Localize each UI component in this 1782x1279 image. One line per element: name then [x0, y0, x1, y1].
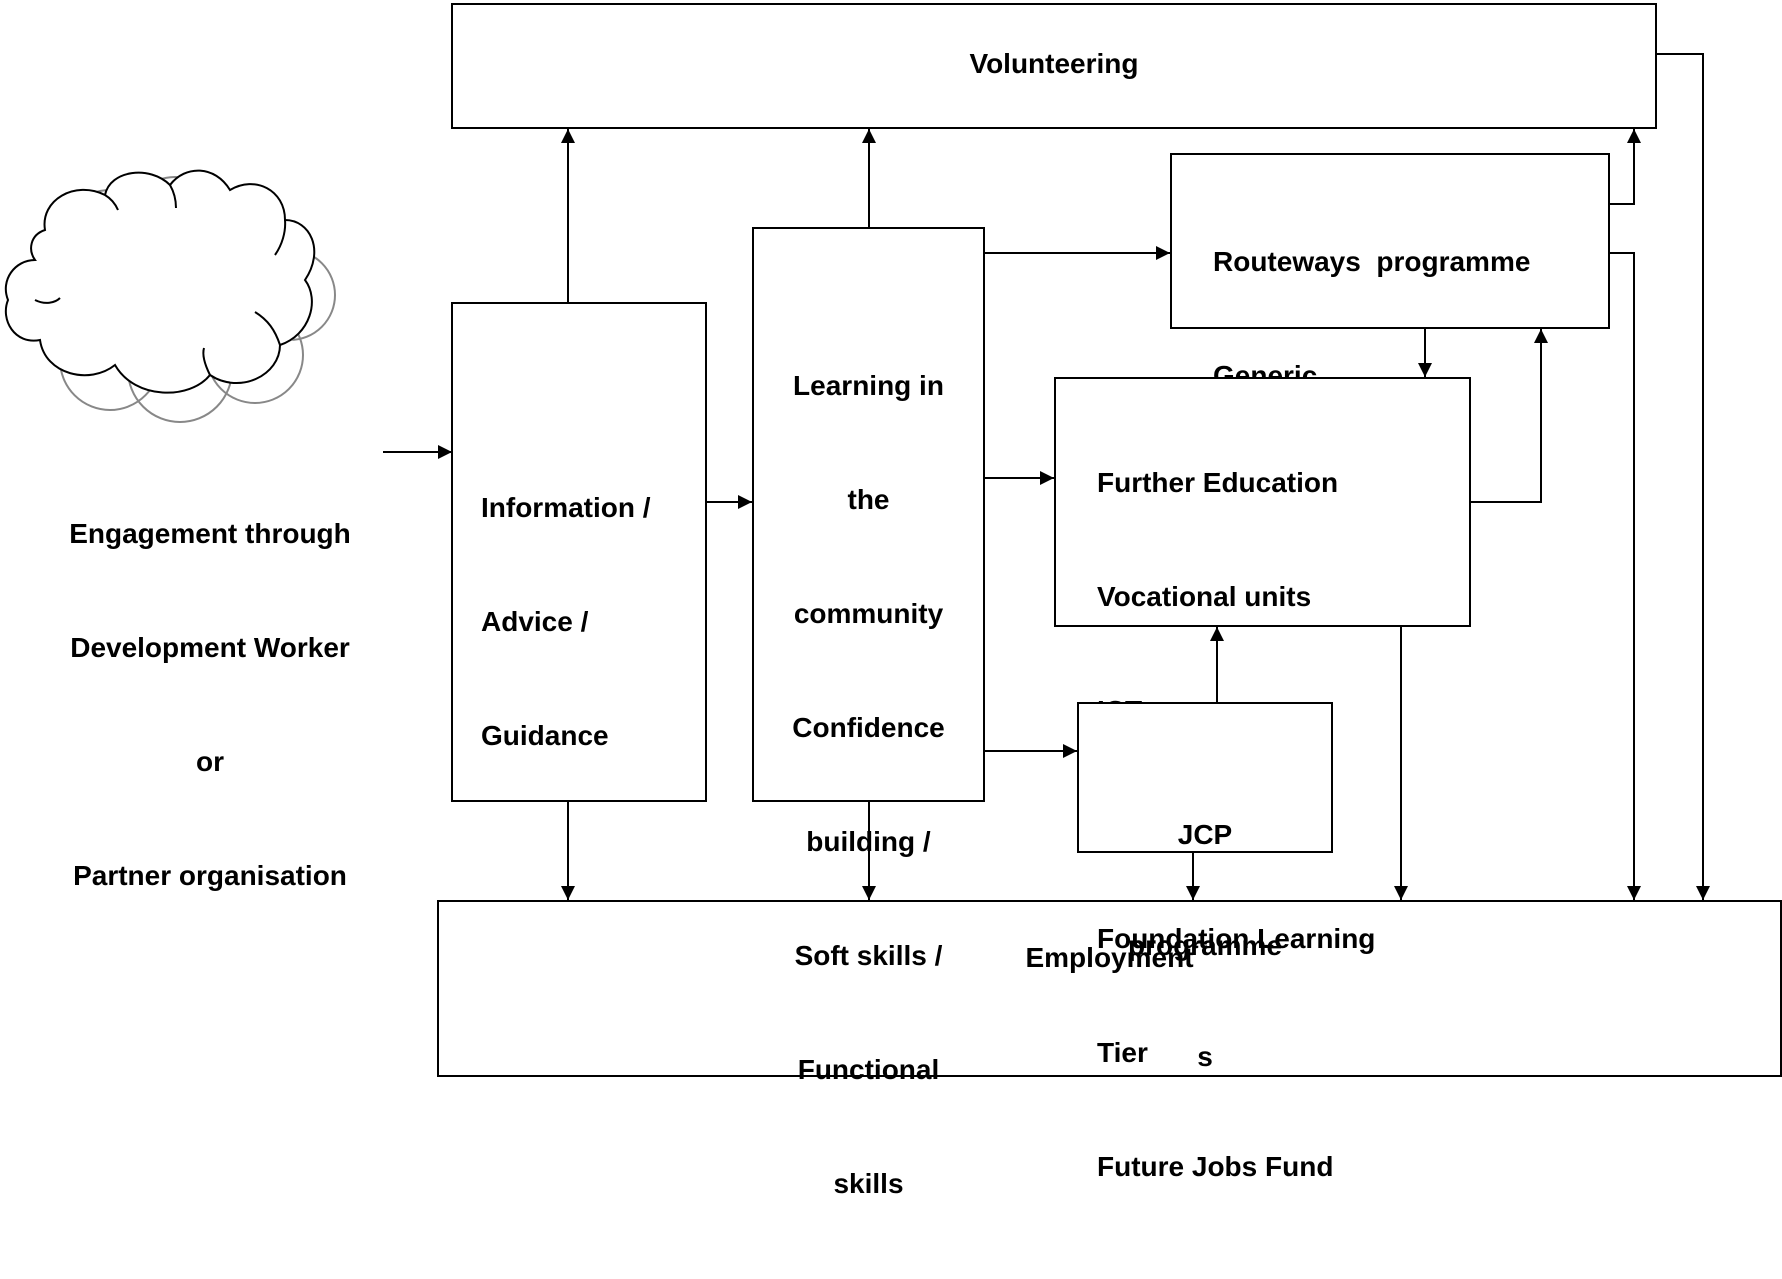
flow-diagram: Volunteering Employment Engagement throu… — [4, 3, 1782, 1199]
jcp-line: JCP — [1177, 819, 1233, 850]
jcp-box: JCP programme s — [1077, 702, 1333, 1072]
further-education-line: Future Jobs Fund — [1097, 1151, 1334, 1182]
iag-line: Information / — [481, 492, 651, 523]
iag-label: Information / Advice / Guidance — [481, 413, 651, 831]
further-education-line: Tier — [1097, 1037, 1148, 1068]
engagement-line: Development Worker — [70, 632, 350, 663]
engagement-line: Partner organisation — [73, 860, 347, 891]
learning-label: Learning in the community Confidence bui… — [754, 291, 983, 1279]
further-education-line: Foundation Learning — [1097, 923, 1376, 954]
employment-label: Employment — [1025, 942, 1194, 973]
further-education-box — [1054, 377, 1471, 627]
learning-line: the — [847, 484, 890, 515]
volunteering-box: Volunteering — [451, 3, 1657, 129]
learning-line: skills — [833, 1168, 904, 1199]
cloud-icon — [4, 169, 336, 423]
learning-line: building / — [806, 826, 931, 857]
employment-box: Employment — [437, 900, 1782, 1077]
routeways-line: Routeways programme — [1213, 246, 1531, 277]
learning-line: community — [793, 598, 944, 629]
further-education-line: Further Education — [1097, 467, 1339, 498]
learning-line: Confidence — [792, 712, 945, 743]
jcp-label: JCP programme s — [1079, 742, 1331, 1149]
learning-box: Learning in the community Confidence bui… — [752, 227, 985, 1199]
learning-line: Functional — [797, 1054, 940, 1085]
routeways-box: Routeways programme Generic Sector speci… — [1170, 153, 1610, 505]
learning-line: Learning in — [793, 370, 944, 401]
connectors — [383, 53, 1710, 900]
iag-box: Information / Advice / Guidance — [451, 302, 707, 802]
engagement-line: Engagement through — [69, 518, 351, 549]
jcp-line: s — [1197, 1041, 1213, 1072]
further-education-line: Vocational units — [1097, 581, 1312, 612]
jcp-line: programme — [1127, 930, 1283, 961]
volunteering-label: Volunteering — [969, 48, 1139, 79]
connector-layer — [4, 53, 1710, 900]
iag-line: Guidance — [481, 720, 609, 751]
iag-line: Advice / — [481, 606, 589, 637]
engagement-line: or — [196, 746, 224, 777]
engagement-label: Engagement through Development Worker or… — [50, 439, 370, 971]
learning-line: Soft skills / — [794, 940, 943, 971]
